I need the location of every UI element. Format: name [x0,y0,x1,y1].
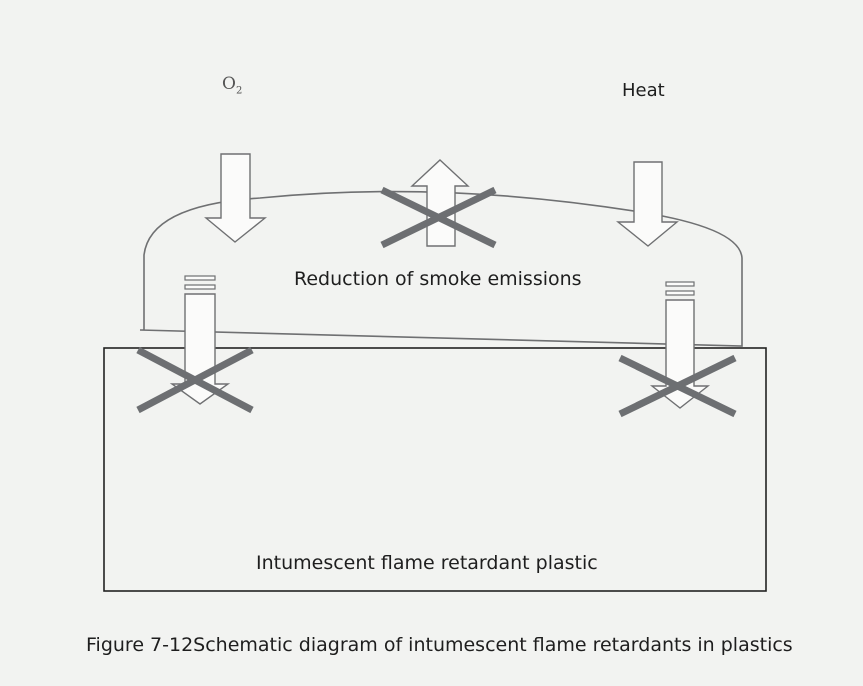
smoke-up-arrow-icon [410,159,470,247]
right-blocked-cross-icon [618,354,737,418]
heat-label: Heat [622,80,665,101]
smoke-reduction-label: Reduction of smoke emissions [294,268,582,290]
smoke-blocked-cross-icon [380,186,497,249]
plastic-block [103,347,767,592]
oxygen-down-arrow-icon [204,153,267,243]
heat-down-arrow-icon [616,161,679,247]
left-blocked-cross-icon [136,346,254,414]
plastic-label: Intumescent flame retardant plastic [256,552,598,574]
figure-caption: Figure 7-12Schematic diagram of intumesc… [86,634,793,656]
oxygen-label: O2 [222,74,243,97]
